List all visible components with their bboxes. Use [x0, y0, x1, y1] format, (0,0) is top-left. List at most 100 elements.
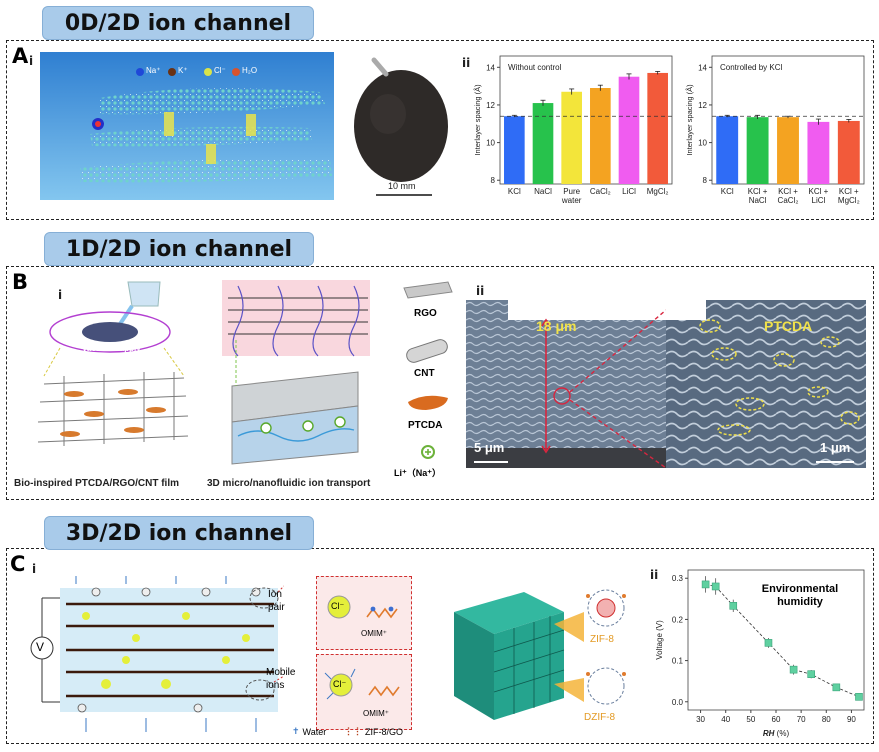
- x-tick-label: KCl +MgCl₂: [838, 187, 860, 205]
- trend-line: [705, 584, 860, 698]
- scale-bar-label: 10 mm: [388, 181, 416, 191]
- legend-h2o: H₂O: [242, 66, 258, 75]
- bar: [777, 117, 799, 184]
- x-tick-label: 90: [847, 715, 856, 724]
- data-point: [789, 665, 798, 674]
- plot-frame: [499, 55, 673, 185]
- ion-pair-zoom: Cl⁻ OMIM⁺: [316, 576, 412, 650]
- y-axis-label: Voltage (V): [655, 620, 664, 660]
- bar: [561, 91, 582, 184]
- zif-legend-label: ZIF-8/GO: [365, 726, 403, 737]
- y-tick-label: 10: [698, 139, 707, 148]
- panel-c-sub-ii: ii: [650, 568, 659, 582]
- panel-b: [6, 266, 874, 500]
- mobile-ions-label: Mobile ions: [266, 667, 296, 691]
- zif8-label: ZIF-8: [590, 634, 614, 645]
- x-tick-label: KCl +NaCl: [748, 187, 768, 205]
- device-schematic: V: [16, 572, 285, 740]
- caption-transport: 3D micro/nanofluidic ion transport: [207, 478, 371, 489]
- bar: [837, 120, 860, 184]
- x-tick-label: LiCl: [622, 187, 636, 196]
- panel-a-letter: A: [12, 44, 29, 68]
- x-tick-label: 80: [822, 715, 831, 724]
- y-tick-label: 0.3: [672, 574, 684, 583]
- data-point: [711, 582, 720, 591]
- chart-title: Without control: [508, 63, 562, 72]
- bar: [618, 76, 640, 184]
- voltmeter-label: V: [36, 640, 45, 654]
- panel-c-letter: C: [10, 552, 26, 576]
- sem-scale-left: 5 μm: [474, 440, 505, 455]
- legend-cnt: CNT: [414, 368, 435, 379]
- y-tick-label: 0.0: [672, 698, 684, 707]
- x-tick-label: KCl +CaCl₂: [778, 187, 799, 205]
- legend-k: K⁺: [178, 66, 188, 75]
- chart-title: Controlled by KCl: [720, 63, 782, 72]
- bar: [716, 116, 739, 184]
- x-tick-label: 50: [746, 715, 755, 724]
- omim-label-top: OMIM⁺: [361, 629, 387, 638]
- sem-ptcda-label: PTCDA: [764, 318, 813, 334]
- data-point: [764, 639, 773, 647]
- data-point: [807, 670, 815, 678]
- y-tick-label: 14: [486, 63, 495, 72]
- ion-pair-label: Ion pair: [268, 589, 285, 613]
- tab-b-title: 1D/2D ion channel: [44, 232, 314, 266]
- sem-image-cross-section: 18 μm 5 μm: [466, 300, 667, 469]
- panel-b-sub-i: i: [58, 288, 63, 302]
- x-tick-label: 30: [696, 715, 705, 724]
- ion-transport-schematic: [208, 276, 378, 466]
- x-tick-label: KCl: [508, 187, 521, 196]
- data-point: [729, 602, 738, 610]
- legend-li-na: Li⁺（Na⁺）: [394, 468, 442, 478]
- panel-a-sub-i: i: [29, 54, 34, 68]
- caption-film: Bio-inspired PTCDA/RGO/CNT film: [14, 478, 179, 489]
- bar: [532, 103, 554, 184]
- bar: [504, 116, 525, 184]
- legend-rgo: RGO: [414, 308, 437, 319]
- membrane-photo: 10 mm: [346, 54, 456, 204]
- x-tick-label: 60: [772, 715, 781, 724]
- y-tick-label: 10: [486, 139, 495, 148]
- sem-thickness-label: 18 μm: [536, 318, 577, 334]
- material-legend: RGO CNT PTCDA Li⁺（Na⁺）: [390, 276, 466, 486]
- mobile-ions-zoom: Cl⁻ OMIM⁺: [316, 654, 412, 730]
- ion-channel-illustration: Na⁺ K⁺ Cl⁻ H₂O: [40, 52, 334, 200]
- omim-label-bottom: OMIM⁺: [363, 709, 389, 718]
- x-tick-label: NaCl: [534, 187, 552, 196]
- dzif8-label: DZIF-8: [584, 712, 616, 723]
- cl-label-bottom: Cl⁻: [333, 679, 347, 689]
- zif-go-icon: ⋮⋮: [344, 726, 362, 736]
- water-icon: ✝: [292, 726, 300, 736]
- water-legend: ✝ Water: [292, 726, 326, 737]
- y-tick-label: 0.1: [672, 657, 684, 666]
- panel-b-sub-ii: ii: [476, 284, 485, 298]
- water-legend-label: Water: [302, 726, 327, 737]
- legend-na: Na⁺: [146, 66, 161, 75]
- panel-a: [6, 40, 874, 220]
- tab-c-title: 3D/2D ion channel: [44, 516, 314, 550]
- tab-a-title: 0D/2D ion channel: [42, 6, 314, 40]
- y-tick-label: 8: [703, 176, 708, 185]
- y-axis-label: Interlayer spacing (Å): [685, 84, 694, 156]
- vacuum-supply-label: Vacuum supply: [82, 344, 141, 353]
- x-tick-label: 40: [721, 715, 730, 724]
- panel-b-letter: B: [12, 270, 29, 294]
- x-tick-label: CaCl₂: [590, 187, 611, 196]
- x-tick-label: KCl +LiCl: [809, 187, 829, 205]
- panel-c-sub-i: i: [32, 562, 37, 576]
- panel-c: [6, 548, 874, 744]
- x-tick-label: 70: [797, 715, 806, 724]
- bar: [590, 88, 611, 184]
- x-tick-label: MgCl₂: [647, 187, 669, 196]
- cl-label-top: Cl⁻: [331, 601, 345, 611]
- zif-legend: ⋮⋮ ZIF-8/GO: [344, 726, 403, 737]
- zif-cube-illustration: ZIF-8 DZIF-8: [434, 572, 644, 742]
- data-point: [832, 683, 841, 692]
- legend-ptcda: PTCDA: [408, 420, 443, 431]
- data-point: [855, 693, 863, 701]
